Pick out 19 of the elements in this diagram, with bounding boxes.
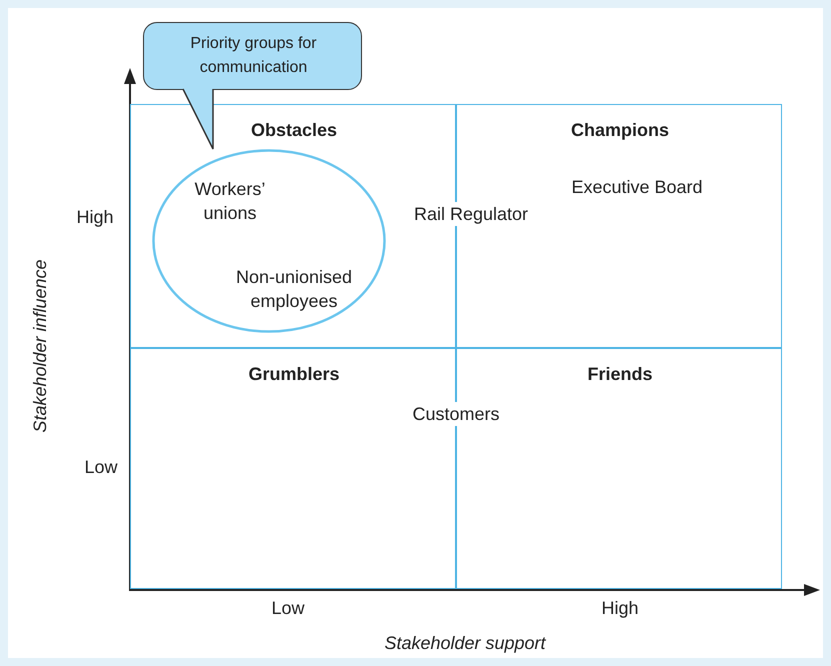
axis-tick-label: High	[600, 597, 640, 620]
stakeholder-label: Workers’ unions	[194, 178, 266, 225]
axis-tick-label: High	[75, 206, 115, 229]
ellipse-outline	[152, 149, 386, 333]
stakeholder-label: Executive Board	[570, 176, 704, 199]
axis-title: Stakeholder influence	[29, 258, 51, 435]
quadrant-heading: Champions	[570, 119, 670, 142]
quadrant-heading: Friends	[586, 363, 654, 386]
axis-title: Stakeholder support	[383, 632, 547, 655]
axis-tick-label: Low	[83, 456, 119, 479]
stakeholder-label: Customers	[410, 402, 502, 426]
quadrant-heading: Grumblers	[247, 363, 341, 386]
callout-bubble	[143, 22, 362, 90]
stakeholder-label: Rail Regulator	[412, 202, 530, 226]
callout-pointer	[182, 88, 214, 150]
quadrant-heading: Obstacles	[250, 119, 338, 142]
callout-text: Priority groups for communication	[189, 34, 318, 78]
axis-tick-label: Low	[270, 597, 306, 620]
stakeholder-label: Non-unionised employees	[234, 266, 354, 313]
